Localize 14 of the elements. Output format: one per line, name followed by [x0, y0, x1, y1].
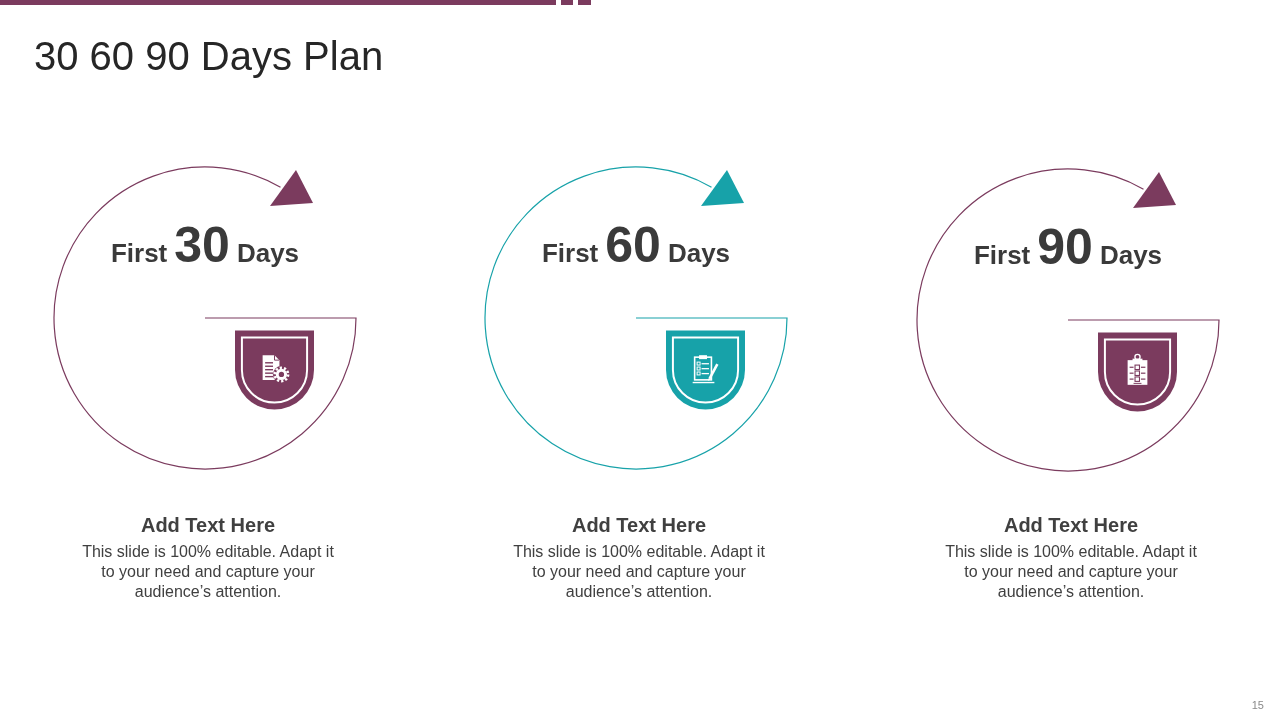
circular-arrow-frame — [53, 166, 357, 470]
caption-heading: Add Text Here — [1003, 513, 1139, 537]
circular-arrow-frame — [916, 168, 1220, 472]
stage-heading: First 90 Days — [972, 222, 1164, 272]
page-number: 15 — [1251, 699, 1264, 712]
caption-text: This slide is 100% editable. Adapt it to your need and capture your audience’s attention. — [944, 542, 1198, 602]
caption-heading: Add Text Here — [140, 513, 276, 537]
caption-text: This slide is 100% editable. Adapt it to your need and capture your audience’s attention. — [512, 542, 766, 602]
caption-heading: Add Text Here — [571, 513, 707, 537]
slide-title: 30 60 90 Days Plan — [34, 33, 384, 80]
stage-heading: First 60 Days — [540, 220, 732, 270]
circular-arrow-frame — [484, 166, 788, 470]
stage-heading: First 30 Days — [109, 220, 301, 270]
caption-text: This slide is 100% editable. Adapt it to your need and capture your audience’s attention. — [81, 542, 335, 602]
